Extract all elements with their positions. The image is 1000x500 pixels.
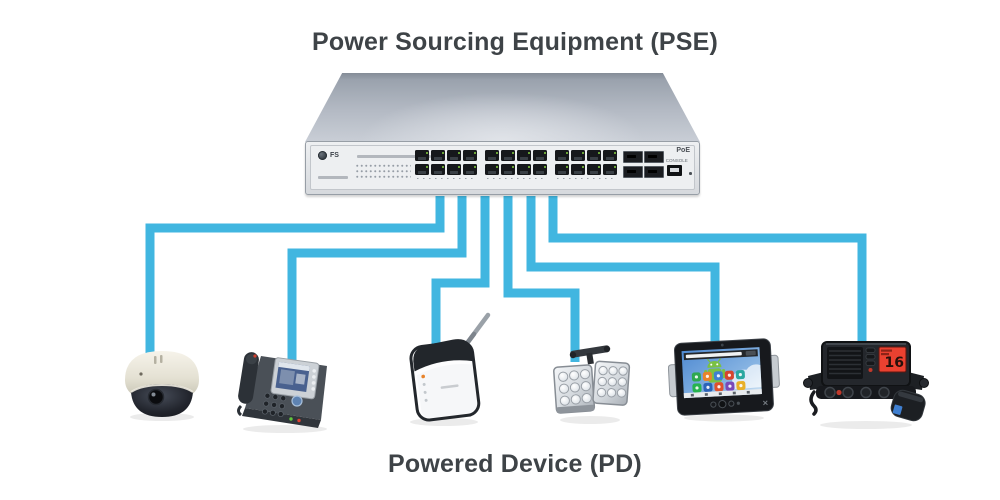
console-port — [666, 165, 682, 176]
reset-button — [689, 172, 692, 175]
rugged-tablet — [668, 338, 780, 422]
rj45-port — [517, 164, 531, 175]
switch-top-surface — [305, 73, 700, 142]
rj45-port — [447, 150, 461, 161]
rj45-port — [533, 150, 547, 161]
rj45-port — [587, 150, 601, 161]
rj45-port — [485, 150, 499, 161]
rj45-port — [533, 164, 547, 175]
sfp-port — [623, 151, 643, 163]
rj45-port — [587, 164, 601, 175]
marine-radio: 16 — [803, 341, 929, 429]
app-icons — [691, 370, 746, 393]
rj45-port — [415, 164, 429, 175]
rj45-port — [555, 164, 569, 175]
poe-switch: FS CONSOLE PoE — [305, 73, 700, 195]
radio-channel-number: 16 — [885, 355, 904, 371]
camera-housing — [125, 351, 199, 396]
phone-keypad — [261, 392, 287, 418]
poe-cable-ip-dome-camera — [145, 196, 445, 356]
rj45-port-group — [555, 150, 617, 181]
fs-brand-text: FS — [330, 152, 339, 159]
pd-title: Powered Device (PD) — [388, 450, 642, 478]
floodlight-right-panel — [592, 360, 631, 406]
switch-front-face: FS CONSOLE PoE — [305, 141, 700, 195]
rj45-port-groups — [415, 150, 617, 181]
tablet-camera-dot — [720, 343, 724, 347]
radio-speaker-grille — [827, 347, 863, 379]
radio-cord — [809, 390, 818, 416]
console-port-wrap: CONSOLE — [663, 158, 688, 176]
sfp-cage — [623, 151, 664, 178]
rj45-port — [571, 164, 585, 175]
rj45-port — [603, 150, 617, 161]
led-floodlight — [553, 345, 631, 424]
rj45-port — [555, 150, 569, 161]
phone-red-led — [297, 418, 301, 423]
wireless-access-point — [409, 312, 491, 426]
rj45-port — [463, 150, 477, 161]
sfp-port — [644, 166, 664, 178]
fs-logo: FS — [318, 151, 339, 160]
sfp-port — [644, 151, 664, 163]
switch-model-text — [318, 176, 348, 179]
tablet-home-button — [718, 400, 727, 409]
rj45-port — [501, 150, 515, 161]
tablet-button — [710, 401, 717, 408]
ip-phone — [237, 352, 327, 433]
radio-knob — [860, 386, 872, 399]
sfp-port — [623, 166, 643, 178]
phone-green-led — [289, 417, 293, 421]
radio-side-buttons — [865, 347, 876, 372]
rj45-port — [571, 150, 585, 161]
radio-knob — [878, 386, 890, 399]
console-label: CONSOLE — [665, 158, 688, 164]
rj45-port — [431, 164, 445, 175]
phone-screen — [270, 357, 320, 400]
phone-nav-button — [291, 395, 303, 407]
rj45-port-group — [485, 150, 547, 181]
switch-description-text — [357, 155, 431, 158]
poe-cable-wireless-access-point — [431, 196, 490, 352]
rj45-port — [485, 164, 499, 175]
status-led-matrix — [355, 163, 411, 180]
rj45-port — [415, 150, 429, 161]
rj45-port — [517, 150, 531, 161]
rj45-port — [431, 150, 445, 161]
radio-knob — [842, 386, 854, 399]
poe-cable-led-floodlight — [503, 196, 580, 362]
rj45-port-group — [415, 150, 477, 181]
camera-lens — [147, 388, 165, 406]
poe-cable-ip-phone — [287, 196, 467, 362]
rj45-port — [463, 164, 477, 175]
fs-logo-icon — [318, 151, 327, 160]
rj45-port — [447, 164, 461, 175]
pse-title: Power Sourcing Equipment (PSE) — [311, 28, 719, 56]
rj45-port — [603, 164, 617, 175]
rj45-port — [501, 164, 515, 175]
switch-panel: FS CONSOLE PoE — [310, 145, 695, 190]
poe-label: PoE — [676, 147, 690, 154]
radio-handset — [890, 389, 926, 422]
poe-cable-rugged-tablet — [526, 196, 720, 352]
ap-body — [409, 339, 481, 422]
poe-cable-marine-radio — [548, 196, 867, 352]
radio-knob — [824, 386, 836, 399]
floodlight-left-panel — [553, 364, 596, 414]
tablet-button — [728, 400, 735, 407]
floodlight-bracket — [569, 345, 611, 365]
radio-display: 16 — [878, 346, 907, 373]
ip-dome-camera — [125, 351, 199, 421]
